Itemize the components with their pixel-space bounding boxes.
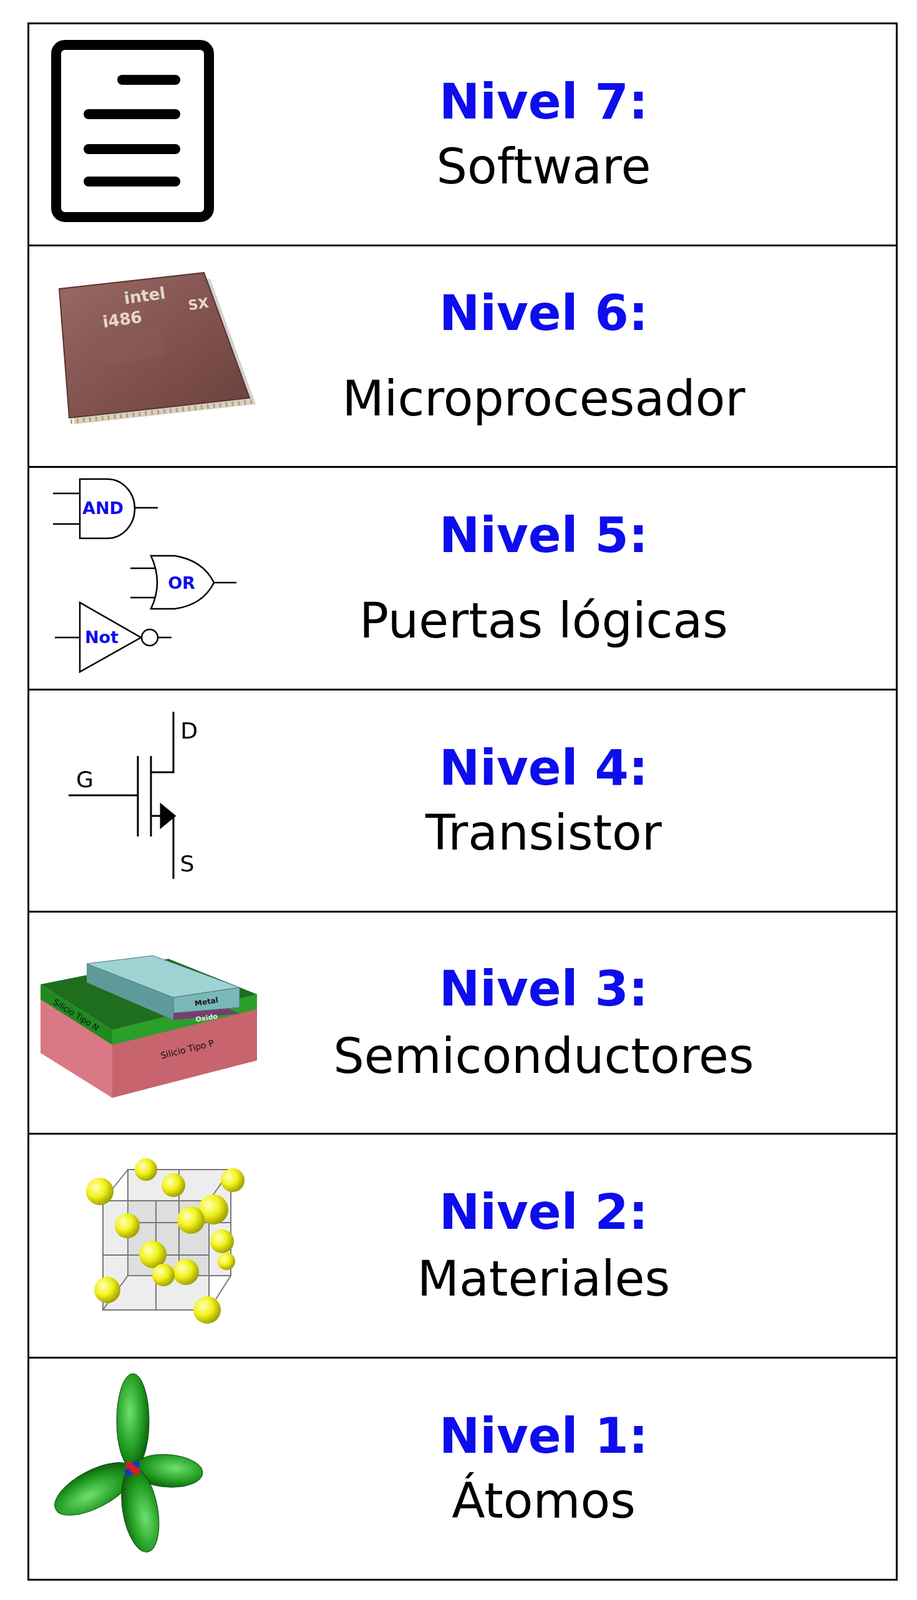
part-label: intel (122, 285, 166, 307)
part-label: SX (187, 296, 210, 313)
document-icon (56, 44, 209, 218)
level-name: Puertas lógicas (359, 590, 728, 652)
level-number: Nivel 1: (439, 1406, 649, 1468)
atom-orbitals (46, 1373, 204, 1556)
level-name: Microprocesador (341, 368, 745, 430)
level-name: Átomos (451, 1470, 636, 1533)
part-label: Metal (194, 996, 219, 1008)
crystal-lattice (86, 1158, 245, 1324)
level-number: Nivel 3: (439, 958, 649, 1020)
part-label: OR (167, 574, 196, 592)
part-label: S (180, 852, 195, 876)
level-name: Transistor (425, 802, 662, 864)
level-number: Nivel 6: (439, 283, 649, 345)
level-name: Semiconductores (333, 1026, 754, 1088)
level-box: Nivel 7:Software (27, 22, 898, 247)
level-text: Nivel 2:Materiales (191, 1134, 896, 1357)
chip-photo (59, 272, 256, 425)
level-box: Nivel 4:Transistor (27, 688, 898, 913)
transistor-symbol (68, 711, 175, 879)
part-label: Not (84, 628, 119, 646)
logic-gates (53, 479, 237, 672)
part-label: Silicio Tipo P (159, 1038, 215, 1061)
mos-structure (40, 955, 258, 1098)
level-text: Nivel 1:Átomos (191, 1358, 896, 1579)
level-text: Nivel 7:Software (191, 24, 896, 245)
level-number: Nivel 7: (439, 71, 649, 133)
level-text: Nivel 3:Semiconductores (191, 912, 896, 1133)
level-number: Nivel 2: (439, 1182, 649, 1244)
part-label: Oxido (195, 1013, 219, 1024)
part-label: D (180, 719, 198, 743)
level-name: Software (436, 136, 652, 198)
level-box: Nivel 2:Materiales (27, 1132, 898, 1359)
part-label: Silicio Tipo N (51, 997, 100, 1032)
level-text: Nivel 5: Puertas lógicas (191, 467, 896, 689)
level-number: Nivel 5: (439, 505, 649, 567)
part-label: G (76, 768, 94, 791)
level-text: Nivel 4:Transistor (191, 690, 896, 911)
level-name: Materiales (417, 1248, 671, 1310)
level-number: Nivel 4: (439, 737, 649, 800)
level-box: Nivel 5: Puertas lógicas (27, 465, 898, 691)
part-label: AND (82, 499, 124, 517)
part-label: i486 (101, 308, 143, 331)
level-box: Nivel 3:Semiconductores (27, 910, 898, 1135)
level-box: Nivel 6: Microprocesador (27, 244, 898, 468)
level-box: Nivel 1:Átomos (27, 1356, 898, 1581)
level-text: Nivel 6: Microprocesador (191, 246, 896, 466)
